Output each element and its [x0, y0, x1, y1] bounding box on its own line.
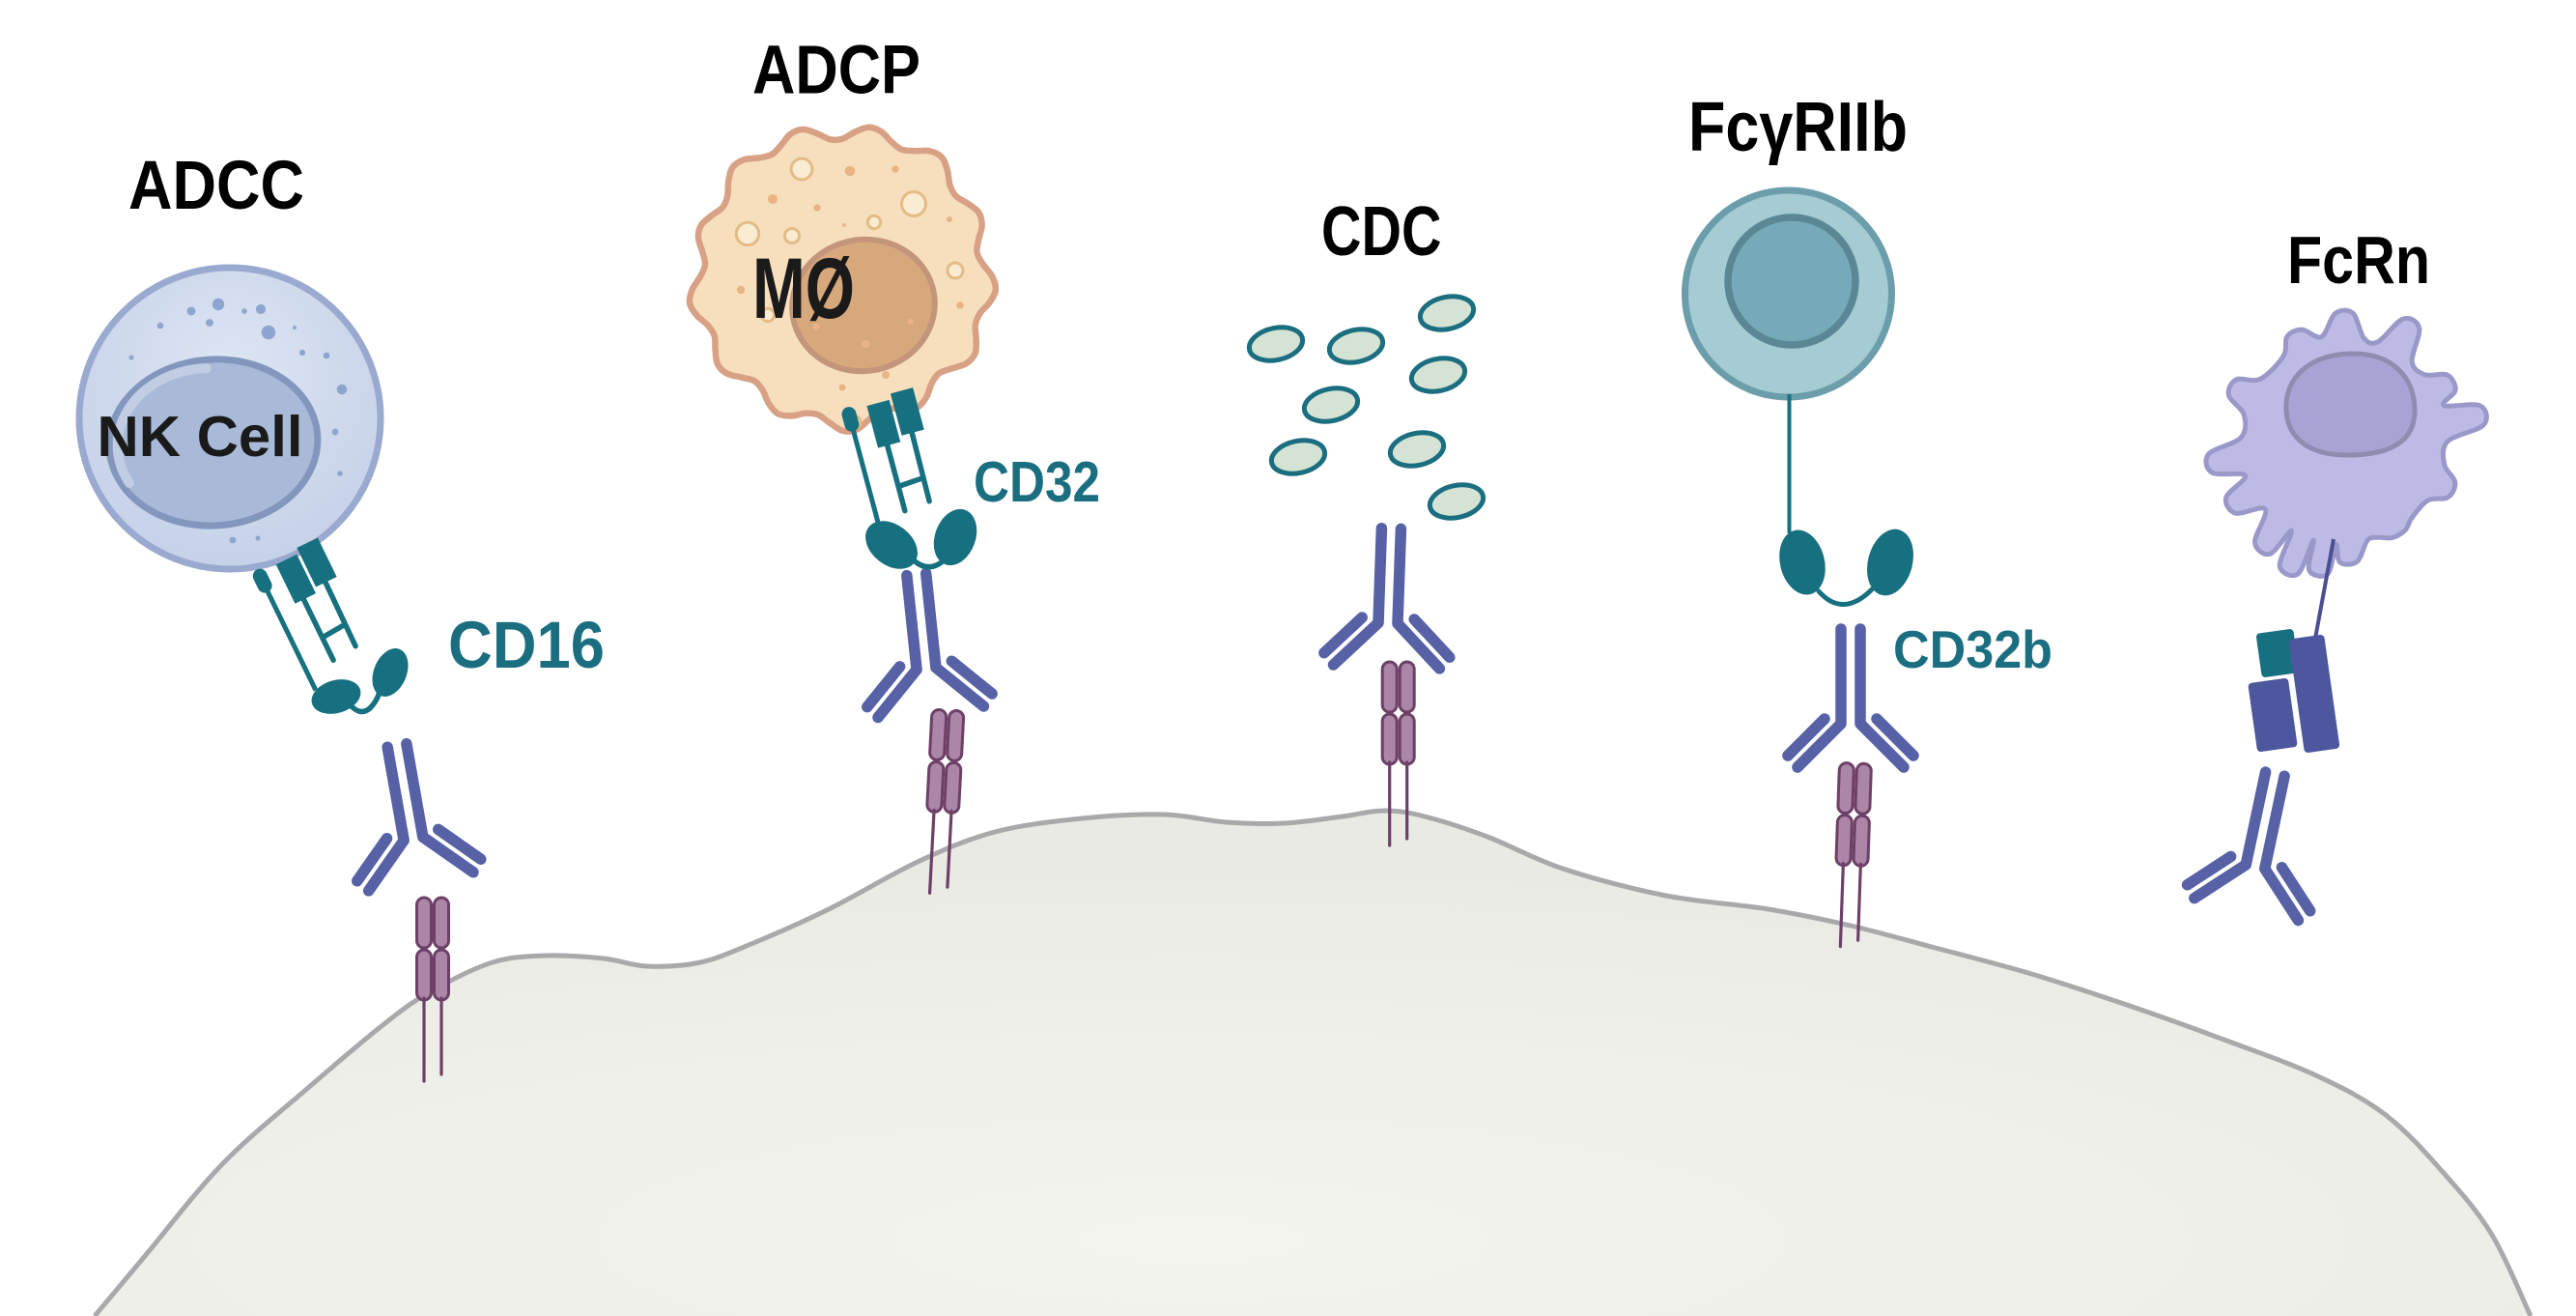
svg-text:NK Cell: NK Cell: [98, 405, 303, 469]
svg-text:CD16: CD16: [448, 608, 605, 682]
svg-text:CD32: CD32: [974, 449, 1100, 514]
svg-text:MØ: MØ: [752, 240, 855, 336]
svg-text:CDC: CDC: [1321, 193, 1442, 271]
svg-text:FcγRIIb: FcγRIIb: [1688, 89, 1908, 166]
svg-text:ADCC: ADCC: [128, 148, 304, 224]
svg-text:CD32b: CD32b: [1893, 619, 2052, 679]
svg-text:ADCP: ADCP: [752, 33, 920, 109]
svg-text:FcRn: FcRn: [2287, 222, 2430, 298]
